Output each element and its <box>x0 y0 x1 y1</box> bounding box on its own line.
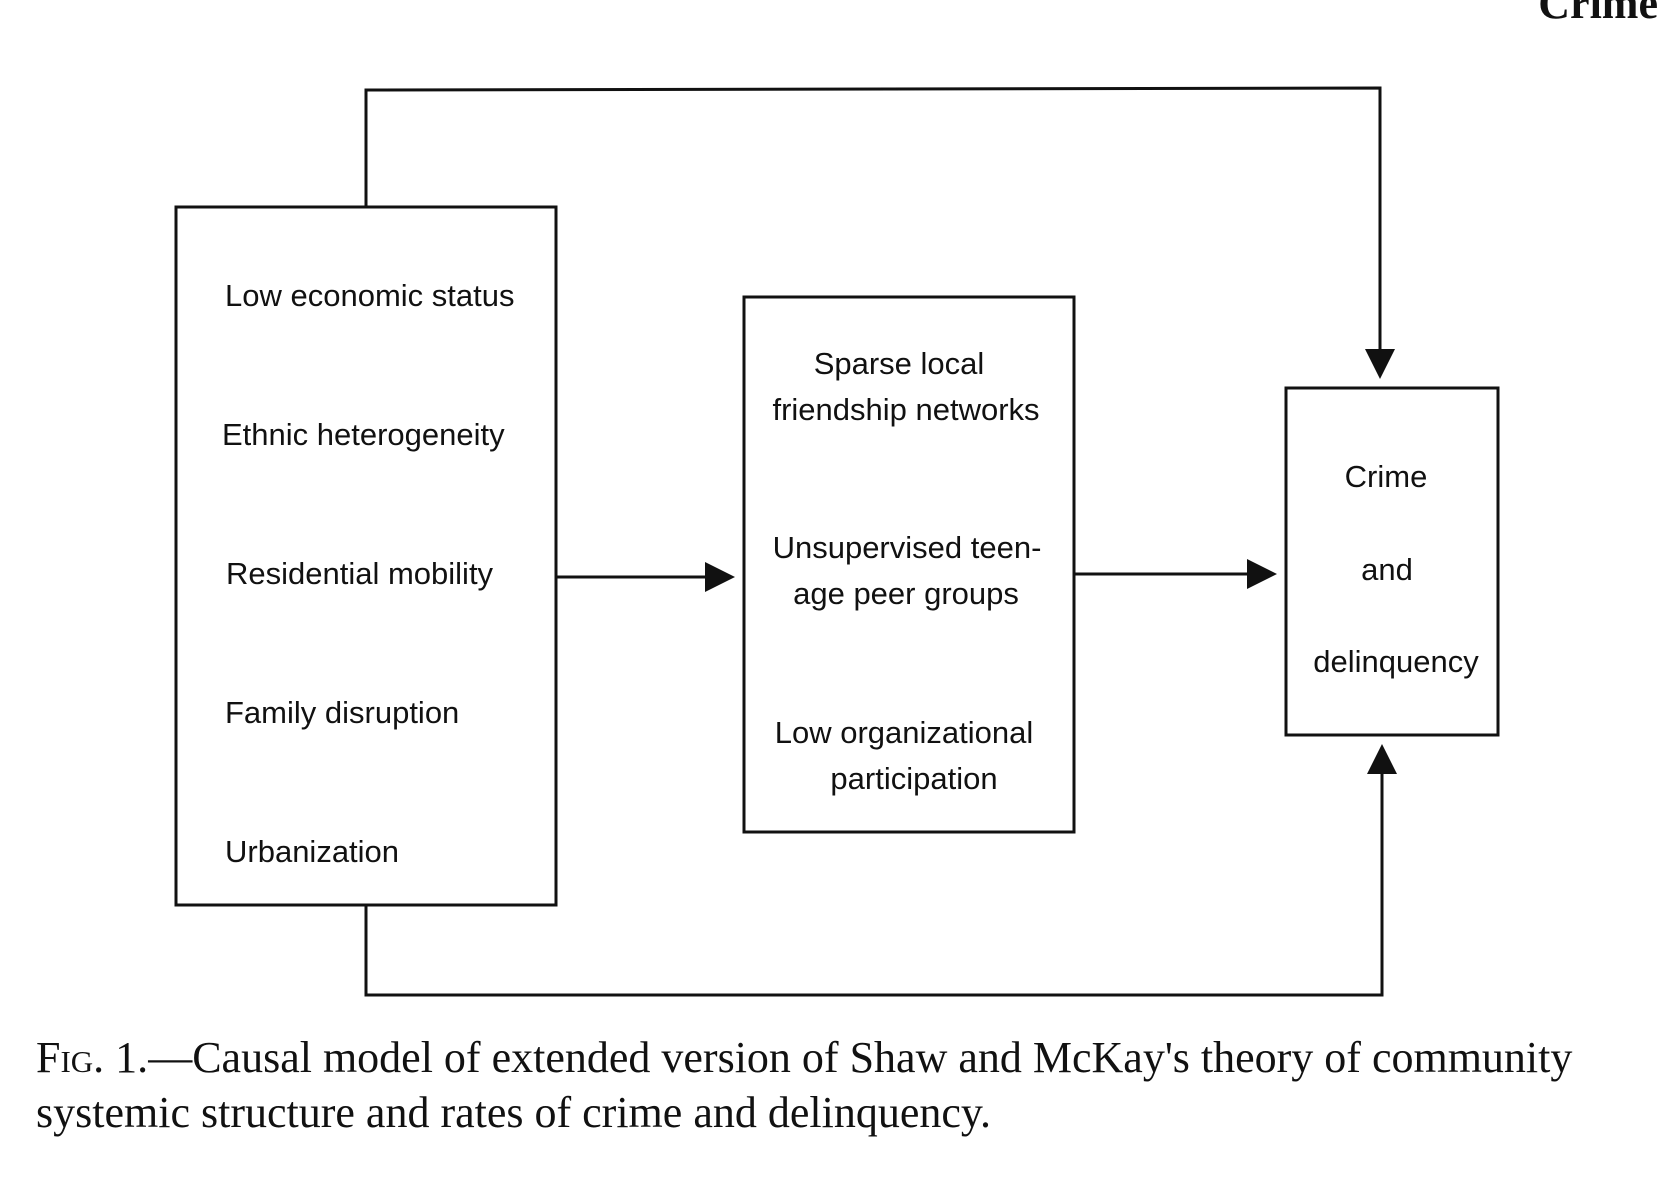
structural-factor-residential-mobility: Residential mobility <box>226 556 494 591</box>
structural-factor-low-economic-status: Low economic status <box>225 278 514 313</box>
systemic-factor-organizational-participation-line2: participation <box>830 761 997 796</box>
arrow-structural-direct-bottom <box>364 744 1397 997</box>
systemic-factor-friendship-networks-line2: friendship networks <box>772 392 1039 427</box>
outcome-line-delinquency: delinquency <box>1313 644 1479 679</box>
structural-factor-urbanization: Urbanization <box>225 834 399 869</box>
structural-factor-ethnic-heterogeneity: Ethnic heterogeneity <box>222 417 505 452</box>
systemic-factor-organizational-participation-line1: Low organizational <box>775 715 1034 750</box>
outcome-line-and: and <box>1361 552 1413 587</box>
arrow-structural-direct-top <box>364 86 1395 379</box>
running-header-fragment: Crime <box>1538 0 1658 28</box>
structural-factor-family-disruption: Family disruption <box>225 695 459 730</box>
systemic-factor-peer-groups-line1: Unsupervised teen- <box>773 530 1042 565</box>
figure-caption: Fig. 1.—Causal model of extended version… <box>36 1030 1656 1140</box>
figure-caption-text: —Causal model of extended version of Sha… <box>36 1033 1573 1137</box>
systemic-factors-box <box>742 295 1076 834</box>
outcome-box <box>1284 386 1500 737</box>
figure-caption-label: Fig. 1. <box>36 1033 149 1082</box>
systemic-factor-friendship-networks-line1: Sparse local <box>814 346 985 381</box>
systemic-factor-peer-groups-line2: age peer groups <box>793 576 1019 611</box>
outcome-line-crime: Crime <box>1345 459 1428 494</box>
